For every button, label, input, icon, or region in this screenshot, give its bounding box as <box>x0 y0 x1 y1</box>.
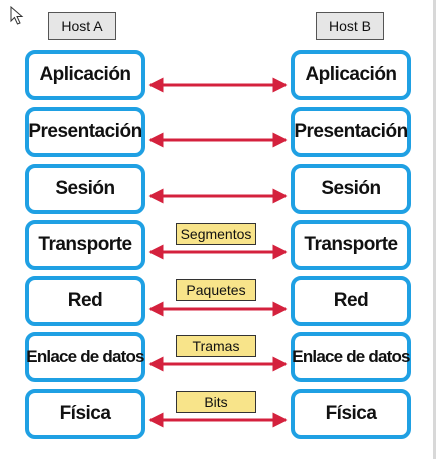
pdu-label-paquetes: Paquetes <box>176 279 256 301</box>
host-a-layer-enlace-de-datos: Enlace de datos <box>25 332 145 382</box>
host-b-layer-fisica: Física <box>291 389 411 439</box>
host-b-layer-sesion: Sesión <box>291 164 411 214</box>
host-a-label: Host A <box>48 12 116 40</box>
host-a-layer-transporte: Transporte <box>25 220 145 270</box>
pdu-label-tramas: Tramas <box>176 335 256 357</box>
host-b-layer-presentacion: Presentación <box>291 107 411 157</box>
host-a-layer-presentacion: Presentación <box>25 107 145 157</box>
host-b-layer-aplicacion: Aplicación <box>291 50 411 100</box>
host-a-layer-sesion: Sesión <box>25 164 145 214</box>
window-edge <box>433 0 436 459</box>
host-a-layer-red: Red <box>25 276 145 326</box>
host-b-layer-red: Red <box>291 276 411 326</box>
host-b-label: Host B <box>316 12 384 40</box>
host-a-layer-fisica: Física <box>25 389 145 439</box>
pdu-label-bits: Bits <box>176 391 256 413</box>
mouse-pointer-icon <box>10 6 24 25</box>
host-b-layer-enlace-de-datos: Enlace de datos <box>291 332 411 382</box>
pdu-label-segmentos: Segmentos <box>176 223 256 245</box>
host-a-layer-aplicacion: Aplicación <box>25 50 145 100</box>
host-b-layer-transporte: Transporte <box>291 220 411 270</box>
